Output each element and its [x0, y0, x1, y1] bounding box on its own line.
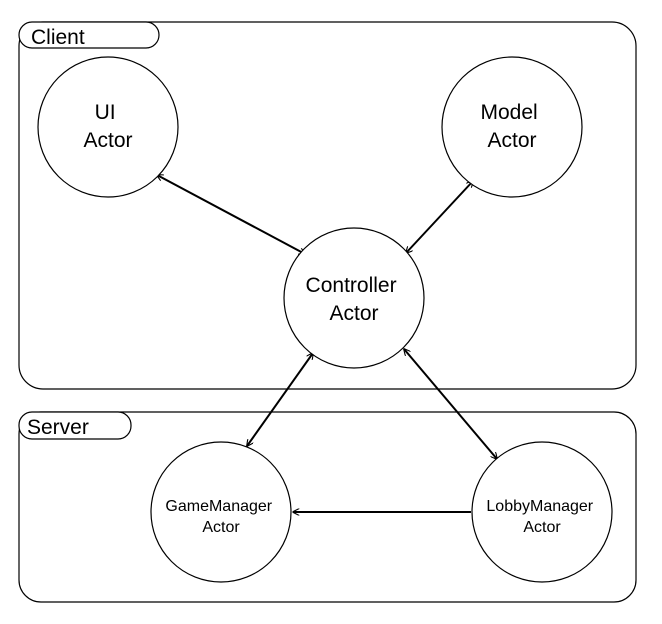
edge-ui-controller — [157, 175, 305, 254]
node-ui-actor-line-2: Actor — [83, 129, 132, 152]
node-lobbymanager-actor-line-1: LobbyManager — [486, 498, 593, 515]
node-model-actor: Model Actor — [441, 56, 583, 198]
node-lobbymanager-actor-label: LobbyManager Actor — [486, 498, 597, 536]
node-lobbymanager-actor-circle — [471, 441, 613, 583]
node-model-actor-label: Model Actor — [480, 101, 543, 152]
client-container-label: Client — [31, 26, 85, 49]
node-controller-actor-line-2: Actor — [329, 302, 378, 325]
node-gamemanager-actor-circle — [150, 441, 292, 583]
node-controller-actor-line-1: Controller — [306, 274, 397, 297]
node-gamemanager-actor: GameManager Actor — [150, 441, 292, 583]
node-gamemanager-actor-label: GameManager Actor — [165, 498, 276, 536]
node-ui-actor-line-1: UI — [95, 101, 116, 124]
server-container-tab — [18, 411, 132, 440]
edge-controller-gamemanager — [247, 353, 313, 446]
node-controller-actor-label: Controller Actor — [306, 274, 403, 325]
node-gamemanager-actor-line-1: GameManager — [165, 498, 272, 515]
node-model-actor-line-2: Actor — [487, 129, 536, 152]
node-model-actor-line-1: Model — [480, 101, 537, 124]
node-lobbymanager-actor-line-2: Actor — [523, 519, 561, 536]
edges — [157, 175, 497, 512]
edge-model-controller — [406, 181, 473, 253]
server-container-label: Server — [27, 416, 89, 439]
node-ui-actor-circle — [37, 56, 179, 198]
node-controller-actor-circle — [283, 227, 425, 369]
node-model-actor-circle — [441, 56, 583, 198]
node-lobbymanager-actor: LobbyManager Actor — [471, 441, 613, 583]
node-gamemanager-actor-line-2: Actor — [202, 519, 240, 536]
node-ui-actor: UI Actor — [37, 56, 179, 198]
node-controller-actor: Controller Actor — [283, 227, 425, 369]
client-container-tab — [18, 21, 160, 49]
node-ui-actor-label: UI Actor — [83, 101, 132, 152]
edge-controller-lobbymanager — [404, 349, 497, 459]
